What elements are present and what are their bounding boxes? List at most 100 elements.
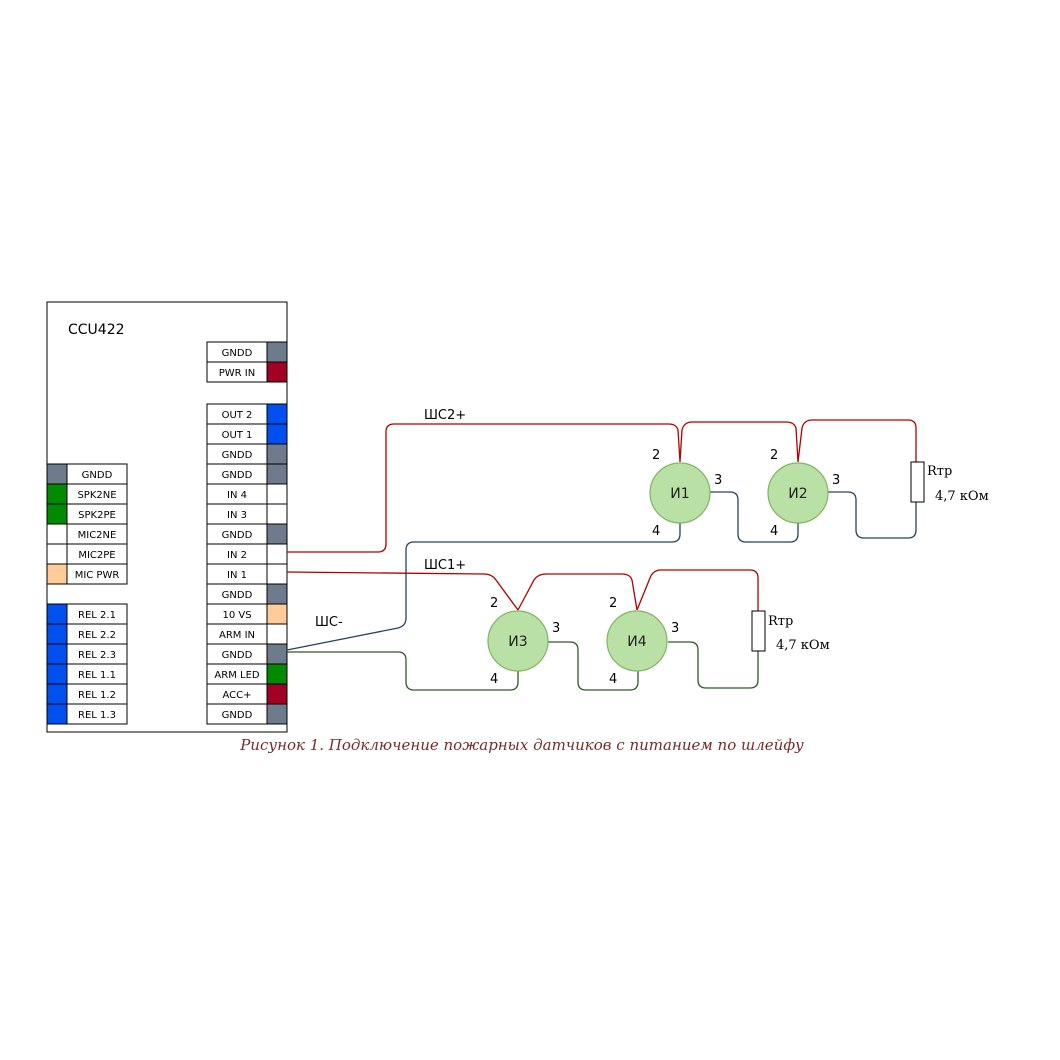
- resistor-loop2-body: [910, 461, 925, 503]
- resistor-loop1-name: Rтр: [768, 614, 793, 629]
- terminal-main-12: GNDD: [206, 643, 288, 665]
- sensor-pin-right: 3: [671, 621, 679, 636]
- terminal-main-13: ARM LED: [206, 663, 288, 685]
- terminal-label: IN 4: [227, 490, 247, 501]
- terminal-group-audio: GNDD SPK2NE SPK2PE MIC2NE MIC2PE MIC PWR: [46, 463, 128, 585]
- terminal-label: REL 1.2: [78, 690, 116, 701]
- terminal-label: REL 2.1: [78, 610, 116, 621]
- terminal-color-swatch: [266, 563, 288, 585]
- device-title: CCU422: [68, 322, 125, 338]
- sensor-pin-top: 2: [770, 448, 778, 463]
- terminal-main-15: GNDD: [206, 703, 288, 725]
- wire-loop1-minus: [287, 641, 759, 691]
- sensor-pin-top: 2: [609, 596, 617, 611]
- resistor-loop2: Rтр 4,7 кОм: [910, 461, 989, 504]
- terminal-main-1: OUT 1: [206, 423, 288, 445]
- terminal-relay-0: REL 2.1: [46, 603, 128, 625]
- terminal-main-5: IN 3: [206, 503, 288, 525]
- terminal-color-swatch: [46, 623, 68, 645]
- terminal-color-swatch: [46, 483, 68, 505]
- terminal-relay-2: REL 2.3: [46, 643, 128, 665]
- terminal-color-swatch: [46, 523, 68, 545]
- terminal-label: GNDD: [82, 470, 113, 481]
- resistor-loop1: Rтр 4,7 кОм: [751, 610, 830, 653]
- terminal-color-swatch: [266, 361, 288, 383]
- sensor-pin-right: 3: [552, 621, 560, 636]
- sensor-label: И1: [670, 486, 689, 502]
- sensor-circle: [487, 610, 549, 672]
- terminal-color-swatch: [46, 543, 68, 565]
- sensor-circle: [649, 462, 711, 524]
- resistor-loop1-body: [751, 610, 766, 652]
- terminal-label: ARM LED: [214, 670, 259, 681]
- terminal-label: 10 VS: [222, 610, 251, 621]
- terminal-label: REL 2.3: [78, 650, 116, 661]
- sensor-circle: [767, 462, 829, 524]
- terminal-main-11: ARM IN: [206, 623, 288, 645]
- terminal-audio-3: MIC2NE: [46, 523, 128, 545]
- terminal-group-main: OUT 2 OUT 1 GNDD GNDD IN 4 IN 3 GNDD IN 2 IN 1 GN…: [206, 403, 288, 725]
- wire-label-loop1-plus: ШС1+: [424, 558, 466, 573]
- terminal-audio-0: GNDD: [46, 463, 128, 485]
- sensor-pin-top: 2: [652, 448, 660, 463]
- terminal-label: PWR IN: [219, 368, 255, 379]
- terminal-main-2: GNDD: [206, 443, 288, 465]
- resistor-loop1-value: 4,7 кОм: [776, 638, 830, 653]
- sensor-label: И3: [508, 634, 527, 650]
- terminal-label: REL 1.3: [78, 710, 116, 721]
- terminal-main-10: 10 VS: [206, 603, 288, 625]
- terminal-color-swatch: [266, 623, 288, 645]
- terminal-color-swatch: [46, 703, 68, 725]
- terminal-color-swatch: [266, 603, 288, 625]
- terminal-label: MIC2NE: [78, 530, 117, 541]
- wire-label-loop-minus: ШС-: [315, 615, 343, 630]
- terminal-label: GNDD: [222, 530, 253, 541]
- terminal-main-3: GNDD: [206, 463, 288, 485]
- terminal-audio-4: MIC2PE: [46, 543, 128, 565]
- terminal-label: SPK2PE: [78, 510, 116, 521]
- terminal-color-swatch: [266, 523, 288, 545]
- terminal-color-swatch: [266, 483, 288, 505]
- sensor-pin-bottom: 4: [652, 524, 660, 539]
- terminal-color-swatch: [266, 341, 288, 363]
- terminal-color-swatch: [266, 463, 288, 485]
- terminal-main-4: IN 4: [206, 483, 288, 505]
- wire-loop2-minus: [286, 491, 917, 651]
- terminal-label: GNDD: [222, 450, 253, 461]
- terminal-color-swatch: [46, 663, 68, 685]
- terminal-label: GNDD: [222, 470, 253, 481]
- terminal-label: IN 1: [227, 570, 247, 581]
- terminal-label: ACC+: [222, 690, 251, 701]
- terminal-color-swatch: [46, 683, 68, 705]
- terminal-color-swatch: [46, 503, 68, 525]
- terminal-color-swatch: [266, 403, 288, 425]
- terminal-color-swatch: [266, 423, 288, 445]
- terminal-relay-5: REL 1.3: [46, 703, 128, 725]
- terminal-color-swatch: [266, 583, 288, 605]
- resistor-loop2-name: Rтр: [927, 464, 952, 479]
- terminal-main-14: ACC+: [206, 683, 288, 705]
- terminal-color-swatch: [46, 463, 68, 485]
- terminal-audio-5: MIC PWR: [46, 563, 128, 585]
- sensor-label: И2: [788, 486, 807, 502]
- terminal-label: ARM IN: [219, 630, 255, 641]
- sensor-pin-top: 2: [490, 596, 498, 611]
- figure-caption: Рисунок 1. Подключение пожарных датчиков…: [239, 736, 804, 754]
- terminal-label: OUT 2: [222, 410, 253, 421]
- terminal-main-7: IN 2: [206, 543, 288, 565]
- sensor-pin-bottom: 4: [770, 524, 778, 539]
- terminal-color-swatch: [266, 683, 288, 705]
- terminal-main-9: GNDD: [206, 583, 288, 605]
- terminal-label: MIC2PE: [78, 550, 115, 561]
- terminal-color-swatch: [266, 703, 288, 725]
- terminal-audio-1: SPK2NE: [46, 483, 128, 505]
- terminal-label: GNDD: [222, 348, 253, 359]
- resistor-loop2-value: 4,7 кОм: [935, 489, 989, 504]
- sensor-pin-right: 3: [832, 473, 840, 488]
